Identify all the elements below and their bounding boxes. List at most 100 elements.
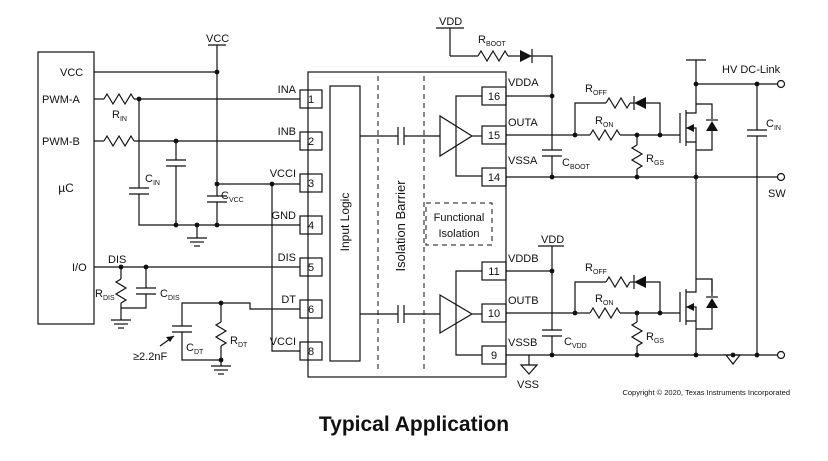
vss-label: VSS (517, 379, 539, 391)
r-off-b-label: ROFF (585, 262, 607, 276)
high-side-mosfet (679, 103, 718, 177)
right-pin-9-name: VSSB (508, 337, 537, 349)
figure-caption: Typical Application (318, 413, 510, 436)
ground-terminal (776, 350, 786, 360)
left-pin-5: 5 DIS (278, 252, 323, 277)
mcu-pin-vcc: VCC (60, 67, 83, 79)
right-pin-16-name: VDDA (508, 77, 539, 89)
vss-ground-triangle (519, 364, 539, 375)
right-pin-15: 15 OUTA (481, 117, 538, 145)
mcu-block (37, 51, 95, 325)
mcu-pin-io: I/O (72, 262, 87, 274)
left-pin-3: 3 VCCI (270, 168, 323, 193)
right-pin-14-name: VSSA (508, 155, 538, 167)
boot-diode (520, 50, 532, 62)
typical-application-schematic: µC VCC PWM-A PWM-B I/O Input Logic Isola… (37, 16, 790, 397)
c-in-left-label: CIN (145, 173, 160, 187)
mcu-label: µC (58, 181, 74, 195)
driver-ic (307, 71, 507, 378)
r-on-a-resistor (589, 128, 621, 142)
left-pin-2-name: INB (278, 126, 296, 138)
svg-text:10: 10 (488, 308, 500, 320)
buffer-b-supply (455, 270, 482, 356)
r-dt-label: RDT (230, 335, 248, 349)
sw-terminal (776, 172, 786, 182)
left-pin-1-name: INA (278, 84, 297, 96)
r-boot-label: RBOOT (478, 34, 507, 48)
r-gs-b-resistor (630, 321, 644, 347)
ground-symbol-gnd (187, 237, 207, 247)
mcu-pin-pwm-b: PWM-B (42, 136, 80, 148)
c-dis-label: CDIS (160, 288, 180, 302)
r-dis-resistor (114, 278, 128, 304)
right-pin-10-name: OUTB (508, 295, 539, 307)
r-off-a-label: ROFF (585, 83, 607, 97)
r-gs-b-label: RGS (646, 331, 664, 345)
functional-isolation-line1: Functional (434, 212, 485, 224)
r-gs-a-label: RGS (646, 153, 664, 167)
copyright-note: Copyright © 2020, Texas Instruments Inco… (622, 388, 790, 397)
right-pin-10: 10 OUTB (481, 295, 539, 323)
c-vcc-label: CVCC (221, 190, 244, 204)
left-pin-4: 4 GND (272, 210, 323, 235)
input-logic-label: Input Logic (338, 193, 352, 252)
svg-text:14: 14 (488, 172, 500, 184)
c-dt-label: CDT (186, 342, 204, 356)
vdd-low-label: VDD (541, 234, 564, 246)
r-in-label: RIN (112, 109, 127, 123)
svg-text:5: 5 (308, 262, 314, 274)
c-in-right-label: CIN (766, 118, 781, 132)
svg-text:9: 9 (491, 350, 497, 362)
left-pin-8-name: VCCI (270, 336, 296, 348)
r-off-b-resistor (605, 275, 631, 289)
svg-text:8: 8 (308, 346, 314, 358)
low-side-mosfet (679, 279, 718, 355)
right-pin-15-name: OUTA (508, 117, 538, 129)
right-pin-14: 14 VSSA (481, 155, 538, 187)
r-in-pwm-b (103, 134, 135, 148)
r-off-a-diode (634, 97, 646, 109)
r-on-a-label: RON (595, 115, 613, 129)
left-pin-3-name: VCCI (270, 168, 296, 180)
svg-text:1: 1 (308, 94, 314, 106)
c-dt-note: ≥2.2nF (133, 351, 167, 363)
isolation-barrier-label: Isolation Barrier (393, 180, 408, 272)
hv-dc-link-terminal (776, 79, 786, 89)
vdd-top-label: VDD (439, 16, 462, 28)
r-boot-resistor (477, 49, 509, 63)
r-dt-resistor (214, 321, 228, 347)
left-pin-2: 2 INB (278, 126, 323, 151)
mcu-pin-pwm-a: PWM-A (42, 94, 81, 106)
svg-text:3: 3 (308, 178, 314, 190)
functional-isolation-line2: Isolation (439, 228, 480, 240)
ground-triangle-right (724, 354, 742, 365)
right-pin-16: 16 VDDA (481, 77, 539, 106)
r-off-a-resistor (605, 96, 631, 110)
left-pin-6-name: DT (281, 294, 296, 306)
vcc-rail-label: VCC (206, 33, 229, 45)
left-pin-8: 8 VCCI (270, 336, 323, 361)
hv-dc-link-label: HV DC-Link (722, 64, 781, 76)
r-in-pwm-a (103, 92, 135, 106)
svg-text:6: 6 (308, 304, 314, 316)
left-pin-5-name: DIS (278, 252, 296, 264)
svg-text:15: 15 (488, 130, 500, 142)
left-pin-1: 1 INA (278, 84, 323, 109)
c-vdd-label: CVDD (564, 336, 587, 350)
left-pin-6: 6 DT (281, 294, 323, 319)
buffer-a-supply (455, 95, 482, 177)
r-dis-label: RDIS (95, 288, 115, 302)
dis-net-label: DIS (108, 254, 126, 266)
left-pin-4-name: GND (272, 210, 297, 222)
sw-label: SW (768, 188, 786, 200)
svg-text:2: 2 (308, 136, 314, 148)
ground-symbol-dt (211, 365, 231, 375)
ground-symbol-dis (111, 319, 131, 329)
svg-text:4: 4 (308, 220, 314, 232)
r-gs-a-resistor (630, 144, 644, 170)
c-boot-label: CBOOT (562, 157, 591, 171)
svg-text:16: 16 (488, 91, 500, 103)
input-logic-block (329, 85, 361, 362)
svg-text:11: 11 (488, 266, 499, 278)
right-pin-11-name: VDDB (508, 253, 539, 265)
